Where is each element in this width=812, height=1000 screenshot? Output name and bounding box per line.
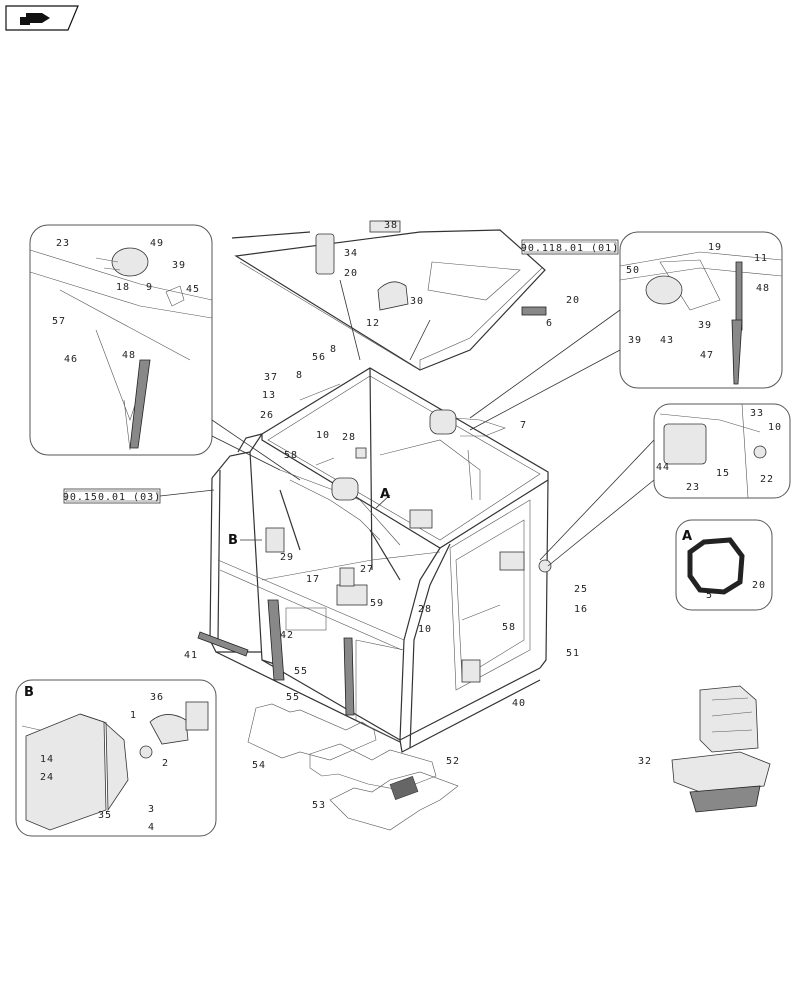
svg-text:36: 36 [150,692,164,703]
svg-text:41: 41 [184,650,198,661]
svg-text:59: 59 [370,598,384,609]
svg-text:47: 47 [700,350,714,361]
svg-text:28: 28 [342,432,356,443]
svg-text:19: 19 [708,242,722,253]
svg-text:10: 10 [418,624,432,635]
svg-text:9: 9 [146,282,153,293]
svg-text:38: 38 [384,220,398,231]
svg-text:5: 5 [706,590,713,601]
svg-text:35: 35 [98,810,112,821]
svg-text:22: 22 [760,474,774,485]
svg-text:90.118.01 (01): 90.118.01 (01) [521,243,619,254]
svg-text:55: 55 [286,692,300,703]
svg-text:39: 39 [698,320,712,331]
svg-text:27: 27 [360,564,374,575]
detail-panel-wiper-motor-rear [619,231,783,389]
svg-text:37: 37 [264,372,278,383]
svg-text:48: 48 [756,283,770,294]
svg-text:13: 13 [262,390,276,401]
svg-text:45: 45 [186,284,200,295]
svg-text:56: 56 [312,352,326,363]
page-forward-icon[interactable] [5,5,79,31]
svg-text:90.150.01 (03): 90.150.01 (03) [63,492,161,503]
svg-text:6: 6 [546,318,553,329]
detail-panel-wiper-motor-front [29,224,213,456]
svg-text:57: 57 [52,316,66,327]
svg-text:24: 24 [40,772,54,783]
svg-text:50: 50 [626,265,640,276]
svg-text:18: 18 [116,282,130,293]
svg-text:7: 7 [520,420,527,431]
leader-lines [159,279,655,567]
svg-text:20: 20 [344,268,358,279]
callout-labels: A A B B [24,487,692,700]
svg-text:58: 58 [284,450,298,461]
svg-text:10: 10 [316,430,330,441]
detail-panel-a [675,519,773,611]
svg-text:25: 25 [574,584,588,595]
svg-text:52: 52 [446,756,460,767]
svg-text:39: 39 [628,335,642,346]
svg-text:58: 58 [502,622,516,633]
svg-text:49: 49 [150,238,164,249]
svg-text:17: 17 [306,574,320,585]
cab-interior-parts [265,383,552,683]
svg-text:2: 2 [162,758,169,769]
reference-box-90-150[interactable]: 90.150.01 (03) [63,488,161,504]
svg-text:33: 33 [750,408,764,419]
svg-text:42: 42 [280,630,294,641]
svg-text:46: 46 [64,354,78,365]
wiper-parts [197,599,355,716]
roof-light [315,220,547,316]
svg-text:40: 40 [512,698,526,709]
svg-text:20: 20 [752,580,766,591]
svg-text:28: 28 [418,604,432,615]
svg-text:55: 55 [294,666,308,677]
svg-text:39: 39 [172,260,186,271]
svg-text:15: 15 [716,468,730,479]
detail-panel-washer-tank [653,403,791,499]
floor-mats [247,703,459,831]
svg-text:A: A [380,487,390,502]
svg-text:54: 54 [252,760,266,771]
cab-roof [231,229,546,371]
svg-text:53: 53 [312,800,326,811]
svg-text:32: 32 [638,756,652,767]
svg-text:44: 44 [656,462,670,473]
svg-text:A: A [682,529,692,544]
svg-text:16: 16 [574,604,588,615]
cab-frame [209,367,549,753]
svg-text:B: B [228,533,238,548]
svg-text:B: B [24,685,34,700]
part-number-labels: 23 49 39 18 9 45 57 48 46 38 34 20 30 12… [40,220,782,833]
svg-text:26: 26 [260,410,274,421]
svg-text:29: 29 [280,552,294,563]
svg-text:30: 30 [410,296,424,307]
svg-text:11: 11 [754,253,768,264]
svg-text:8: 8 [296,370,303,381]
svg-text:43: 43 [660,335,674,346]
reference-box-90-118[interactable]: 90.118.01 (01) [521,239,619,255]
svg-text:3: 3 [148,804,155,815]
svg-text:8: 8 [330,344,337,355]
svg-text:34: 34 [344,248,358,259]
svg-text:10: 10 [768,422,782,433]
detail-panel-b [15,679,217,837]
svg-text:48: 48 [122,350,136,361]
svg-text:1: 1 [130,710,137,721]
svg-text:23: 23 [56,238,70,249]
svg-text:20: 20 [566,295,580,306]
svg-text:51: 51 [566,648,580,659]
svg-text:14: 14 [40,754,54,765]
operator-seat [671,685,771,813]
svg-text:23: 23 [686,482,700,493]
svg-text:4: 4 [148,822,155,833]
svg-text:12: 12 [366,318,380,329]
